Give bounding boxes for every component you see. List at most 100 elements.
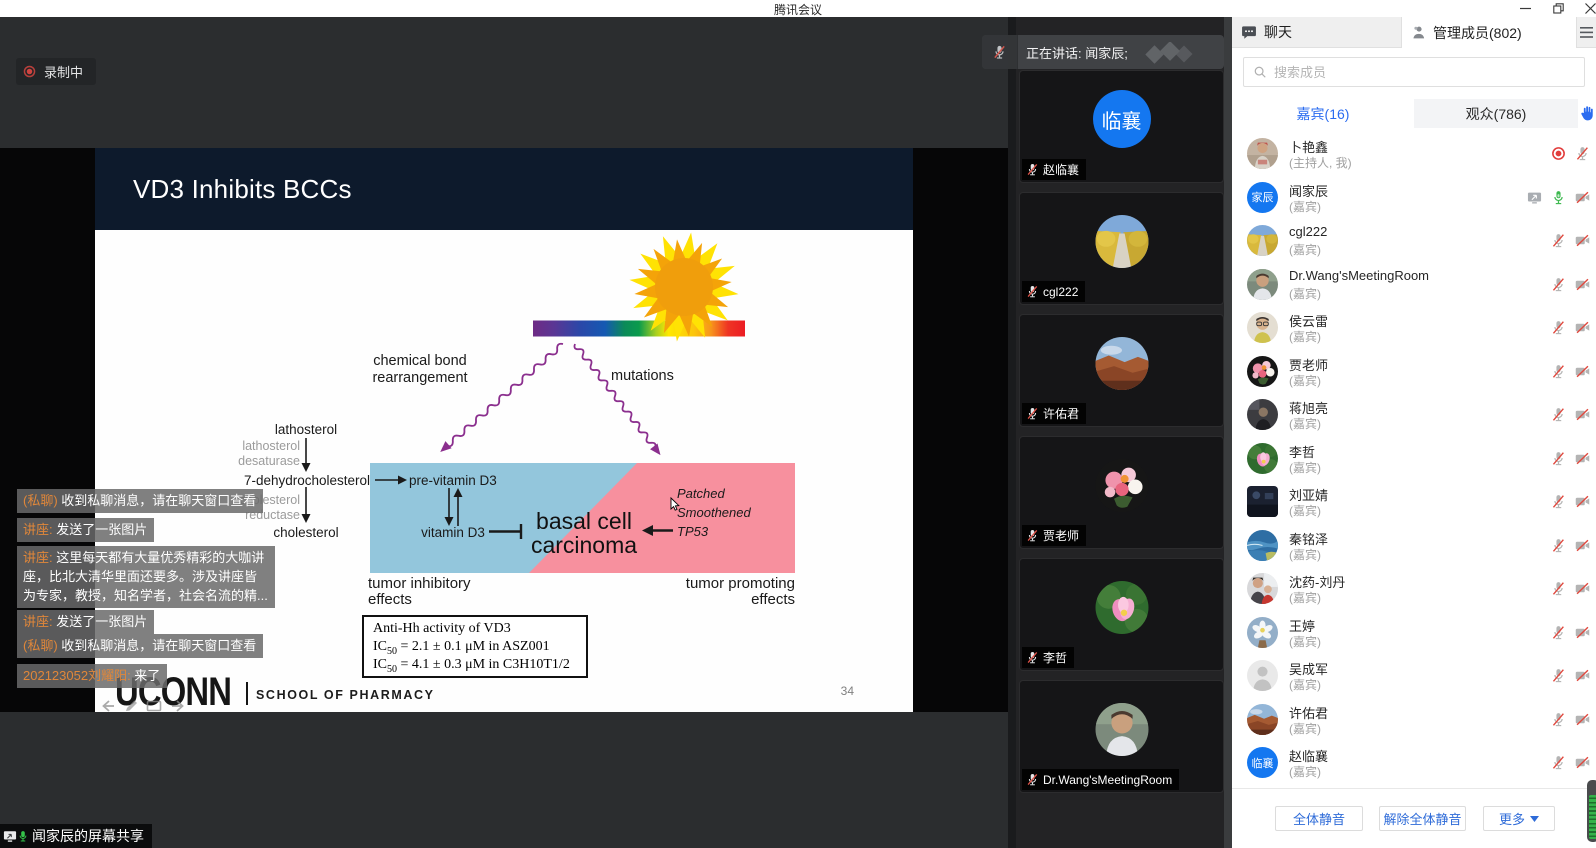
member-subtabs: 嘉宾(16) 观众(786): [1232, 99, 1596, 128]
recording-indicator[interactable]: 录制中: [16, 58, 96, 85]
member-status-icons: [1551, 393, 1590, 437]
member-row[interactable]: 沈药-刘丹(嘉宾): [1232, 567, 1596, 611]
anti-hh-title: Anti-Hh activity of VD3: [373, 621, 511, 636]
uv-spectrum-bar: [533, 320, 745, 337]
cam-off-icon: [1575, 191, 1590, 204]
member-name: 赵临襄: [1289, 749, 1329, 764]
video-tile[interactable]: 李哲: [1019, 558, 1224, 671]
active-speaker-bar: 正在讲话: 闻家辰;: [982, 35, 1224, 69]
member-row[interactable]: 王婷(嘉宾): [1232, 611, 1596, 655]
member-status-icons: [1551, 741, 1590, 785]
avatar-photo: [1095, 703, 1148, 756]
member-row[interactable]: 吴成军(嘉宾): [1232, 654, 1596, 698]
search-members-input[interactable]: [1274, 64, 1554, 80]
member-list[interactable]: 卜艳鑫(主持人, 我)家辰闻家辰(嘉宾)cgl222(嘉宾)Dr.Wang'sM…: [1232, 132, 1596, 788]
tile-avatar: [1095, 703, 1148, 756]
label-lathosterol-desaturase: lathosterol desaturase: [238, 439, 300, 468]
slide-title-band: [95, 148, 913, 230]
avatar-photo: [1247, 312, 1278, 343]
member-row[interactable]: 蒋旭亮(嘉宾): [1232, 393, 1596, 437]
label-basal-cell-carcinoma: basal cell carcinoma: [530, 508, 638, 558]
more-button[interactable]: 更多: [1483, 806, 1555, 831]
member-avatar: [1247, 312, 1278, 343]
cam-off-icon: [1575, 495, 1590, 508]
maximize-button[interactable]: [1543, 0, 1573, 16]
tab-chat[interactable]: 聊天: [1232, 17, 1402, 48]
video-tile[interactable]: 贾老师: [1019, 436, 1224, 549]
label-patched: Patched: [677, 486, 725, 501]
member-row[interactable]: 卜艳鑫(主持人, 我): [1232, 132, 1596, 176]
subtab-audience[interactable]: 观众(786): [1414, 99, 1578, 128]
chat-sender: 讲座:: [23, 522, 53, 537]
member-row[interactable]: 临襄赵临襄(嘉宾): [1232, 741, 1596, 785]
slide-panel-icon[interactable]: [146, 699, 162, 712]
member-row[interactable]: 侯云雷(嘉宾): [1232, 306, 1596, 350]
label-tumor-inhibitory: tumor inhibitory effects: [368, 575, 471, 608]
mic-off-icon: [1552, 451, 1564, 465]
video-tile[interactable]: cgl222: [1019, 192, 1224, 305]
subtab-guests[interactable]: 嘉宾(16): [1232, 99, 1414, 128]
label-cholesterol: cholesterol: [273, 525, 339, 540]
slideshow-toolbar: [100, 699, 186, 712]
member-role: (嘉宾): [1289, 243, 1321, 257]
cam-off-icon: [1575, 278, 1590, 291]
avatar-photo: [1247, 660, 1278, 691]
chat-overlay-message: 讲座: 这里每天都有大量优秀精彩的大咖讲座，比北大清华里面还要多。涉及讲座皆为专…: [17, 546, 275, 608]
avatar-photo: [1247, 355, 1278, 387]
tab-manage-members-label: 管理成员(802): [1433, 24, 1522, 41]
cam-off-icon: [1575, 452, 1590, 465]
cam-off-icon: [1575, 713, 1590, 726]
pen-tool-icon[interactable]: [124, 699, 139, 712]
member-name: 沈药-刘丹: [1289, 575, 1346, 590]
close-button[interactable]: [1575, 0, 1596, 16]
tab-manage-members[interactable]: 管理成员(802): [1402, 17, 1576, 48]
strip-panel-divider[interactable]: [1224, 17, 1232, 848]
prev-slide-icon[interactable]: [100, 699, 117, 712]
recording-label: 录制中: [44, 65, 84, 80]
window-title: 腾讯会议: [773, 3, 822, 17]
member-avatar: [1247, 399, 1278, 430]
cam-off-icon: [1575, 234, 1590, 247]
label-tp53: TP53: [677, 524, 709, 539]
member-row[interactable]: 许佑君(嘉宾): [1232, 698, 1596, 742]
member-person-icon: [1413, 26, 1425, 39]
chat-sender: (私聊): [23, 638, 58, 653]
member-row[interactable]: cgl222(嘉宾): [1232, 219, 1596, 263]
member-row[interactable]: 刘亚婧(嘉宾): [1232, 480, 1596, 524]
member-row[interactable]: 秦铭泽(嘉宾): [1232, 524, 1596, 568]
mic-on-icon: [1554, 190, 1563, 204]
member-row[interactable]: 家辰闻家辰(嘉宾): [1232, 176, 1596, 220]
unmute-all-button[interactable]: 解除全体静音: [1379, 806, 1466, 831]
video-tile[interactable]: 临襄赵临襄: [1019, 70, 1224, 183]
tile-participant-name: 许佑君: [1043, 407, 1080, 421]
member-status-icons: [1551, 437, 1590, 481]
record-icon: [1552, 147, 1565, 161]
member-row[interactable]: 李哲(嘉宾): [1232, 437, 1596, 481]
avatar-photo: [1247, 616, 1278, 648]
next-slide-icon[interactable]: [169, 699, 186, 712]
chevron-down-icon: [1530, 815, 1539, 822]
raise-hand-area[interactable]: [1578, 99, 1596, 128]
minimize-button[interactable]: [1510, 0, 1540, 16]
member-role: (嘉宾): [1289, 547, 1321, 562]
tile-avatar: [1095, 337, 1148, 390]
mouse-cursor: [670, 496, 680, 511]
mute-all-button[interactable]: 全体静音: [1275, 806, 1363, 831]
active-speaker-label: 正在讲话: 闻家辰;: [1026, 45, 1128, 61]
member-row[interactable]: Dr.Wang'sMeetingRoom(嘉宾): [1232, 263, 1596, 307]
video-tile[interactable]: Dr.Wang'sMeetingRoom: [1019, 680, 1224, 793]
screen-share-indicator: 闻家辰的屏幕共享: [0, 824, 152, 848]
panel-menu-button[interactable]: [1576, 17, 1596, 48]
window-titlebar: 腾讯会议: [0, 0, 1596, 17]
tile-name-label: cgl222: [1022, 281, 1086, 302]
cam-off-icon: [1575, 365, 1590, 378]
slide-page-number: 34: [840, 684, 854, 698]
search-box[interactable]: [1243, 57, 1585, 87]
tumor-promoting-box: [529, 463, 795, 573]
slide-title: VD3 Inhibits BCCs: [133, 174, 352, 204]
mic-off-icon: [1552, 669, 1564, 683]
member-row[interactable]: 贾老师(嘉宾): [1232, 350, 1596, 394]
mic-off-white-icon: [1027, 407, 1038, 420]
member-role: (嘉宾): [1289, 504, 1321, 518]
video-tile[interactable]: 许佑君: [1019, 314, 1224, 427]
